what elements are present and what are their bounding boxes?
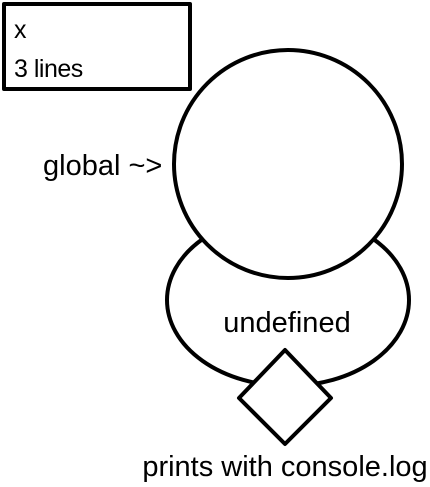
undefined-label: undefined	[223, 307, 350, 339]
function-circle	[172, 48, 404, 280]
variable-lines-text: 3 lines	[14, 55, 83, 83]
variable-box	[2, 2, 192, 91]
side-effect-diamond	[237, 348, 333, 446]
variable-name-text: x	[14, 16, 27, 44]
side-effect-label: prints with console.log	[142, 451, 427, 483]
global-pointer-label: global ~>	[43, 150, 162, 182]
